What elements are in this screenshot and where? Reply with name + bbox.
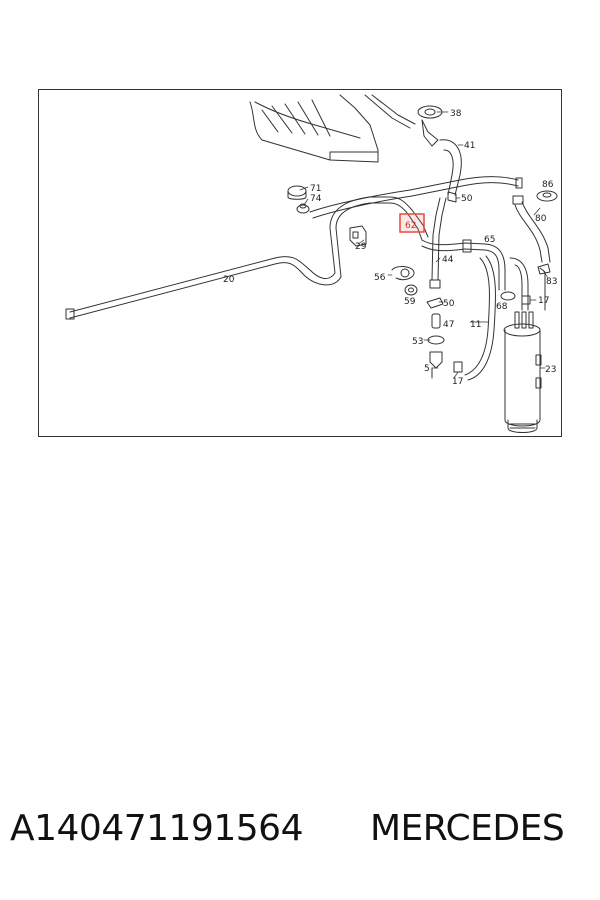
grommet-74 <box>296 203 310 214</box>
part-label: 65 <box>484 235 495 245</box>
hose-41 <box>417 105 462 196</box>
engine-block-shape <box>249 94 416 163</box>
part-label: 17 <box>452 377 463 387</box>
bracket-29 <box>349 225 367 247</box>
pipe-44 <box>429 197 447 289</box>
clip-50-lower <box>426 297 444 309</box>
hose-11 <box>464 255 496 381</box>
elbow-17-lower <box>453 361 463 373</box>
grommet-86 <box>536 190 558 202</box>
part-label: 59 <box>404 297 416 307</box>
valve-47 <box>431 313 441 329</box>
leader-lines <box>299 111 549 379</box>
pipe-65 <box>421 239 506 291</box>
part-label: 86 <box>542 180 554 190</box>
valve-5 <box>429 351 443 379</box>
part-label: 56 <box>374 273 386 283</box>
pipe-20 <box>65 196 429 320</box>
part-label: 29 <box>355 242 367 252</box>
clip-50-upper <box>447 191 457 203</box>
part-label: 68 <box>496 302 508 312</box>
part-label: 20 <box>223 275 235 285</box>
part-label: 50 <box>461 194 473 204</box>
part-label: 5 <box>424 364 430 374</box>
part-label: 71 <box>310 184 321 194</box>
charcoal-canister <box>503 311 542 433</box>
diagram-frame <box>38 89 562 437</box>
clamp-56 <box>391 266 415 281</box>
part-label: 83 <box>546 277 557 287</box>
canister-pipes <box>509 257 546 311</box>
part-label: 44 <box>442 255 454 265</box>
brand-name: MERCEDES <box>370 808 565 849</box>
clamp-71 <box>287 185 307 200</box>
pipe-upper <box>309 176 523 219</box>
part-number: A140471191564 <box>10 808 303 849</box>
part-label: 17 <box>538 296 549 306</box>
part-label: 74 <box>310 194 322 204</box>
footer: A140471191564 MERCEDES <box>0 803 600 863</box>
part-label: 23 <box>545 365 556 375</box>
clamp-68 <box>500 291 516 301</box>
elbow-17-upper <box>521 295 531 305</box>
clamp-53 <box>427 335 445 345</box>
part-label: 41 <box>464 141 475 151</box>
highlight-box <box>399 213 425 233</box>
part-label: 11 <box>470 320 481 330</box>
highlighted-part-label: 62 <box>405 221 416 231</box>
part-label: 38 <box>450 109 462 119</box>
part-label: 80 <box>535 214 547 224</box>
grommet-59 <box>404 284 418 296</box>
clip-83 <box>537 263 551 275</box>
part-label: 50 <box>443 299 455 309</box>
part-label: 47 <box>443 320 454 330</box>
hose-80 <box>512 195 551 263</box>
part-label: 53 <box>412 337 423 347</box>
